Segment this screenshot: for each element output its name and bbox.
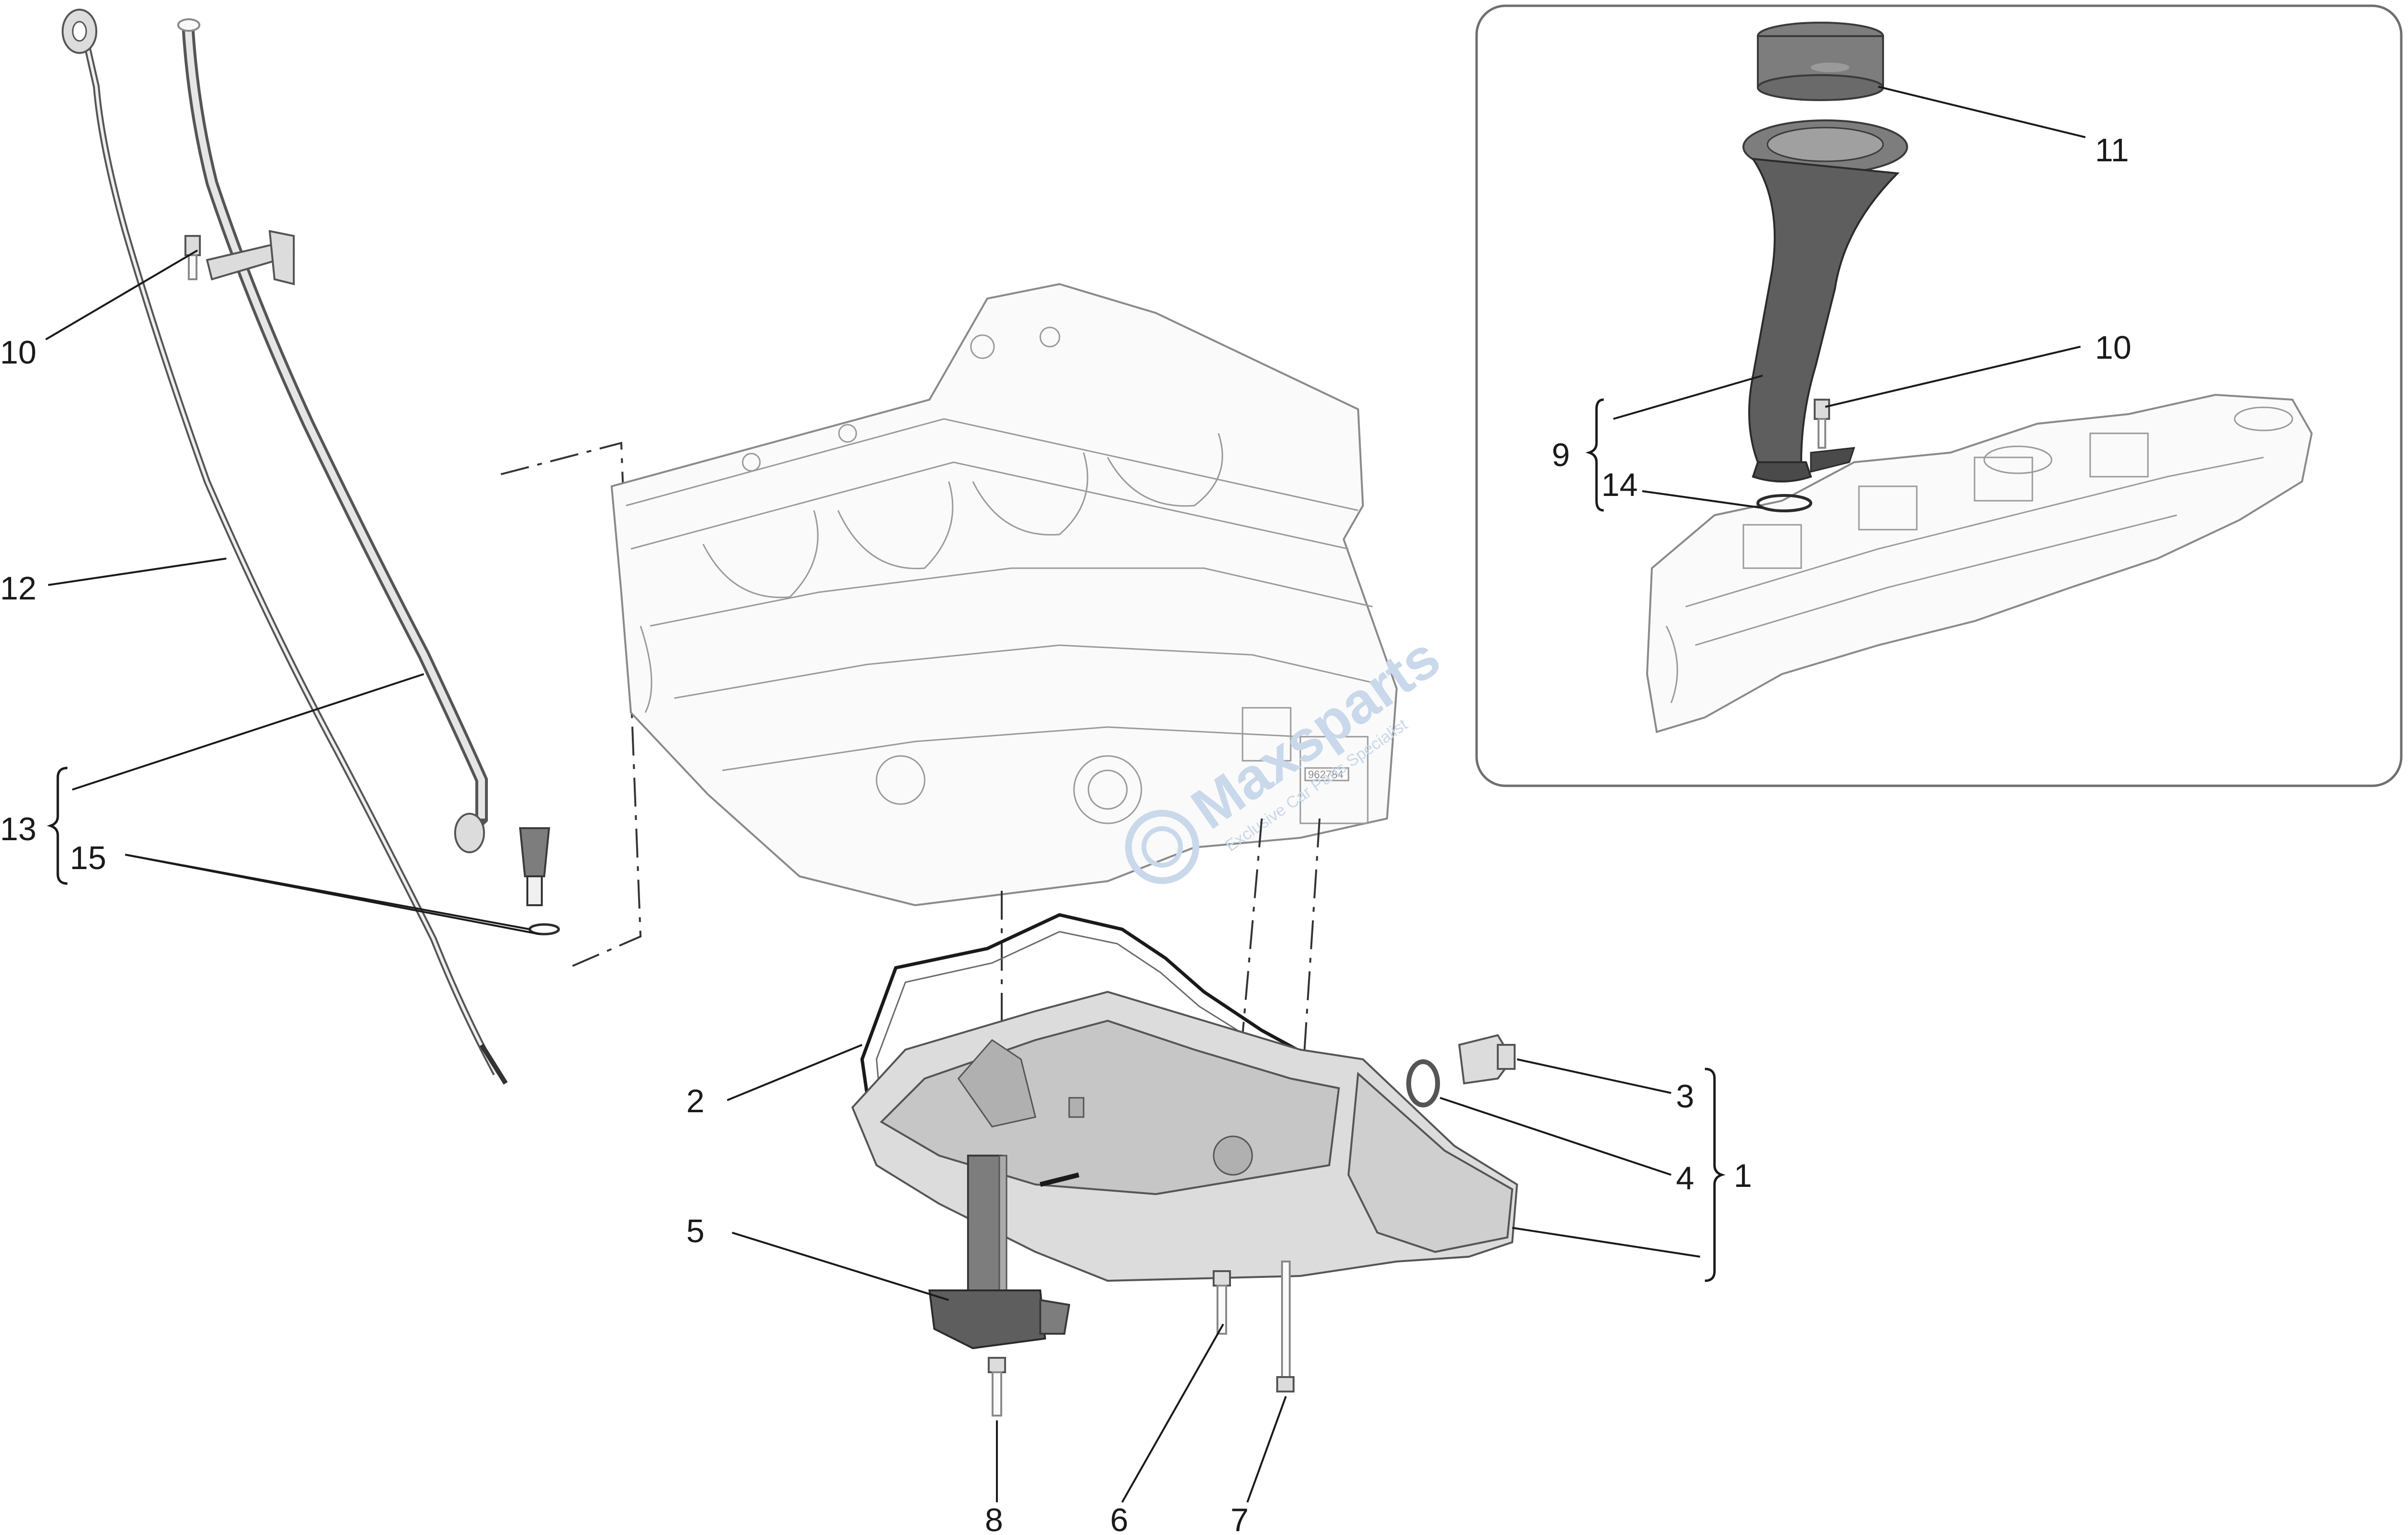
callout-8: 8 <box>985 1502 1003 1535</box>
callout-3: 3 <box>1676 1078 1694 1115</box>
drain-plug-seal <box>1406 1059 1440 1107</box>
drain-plug <box>1458 1034 1516 1085</box>
cylinder-head-drawing <box>1646 393 2313 733</box>
dipstick-tube <box>182 24 488 834</box>
callout-6: 6 <box>1110 1502 1128 1535</box>
seal-ring <box>1756 494 1812 512</box>
bolt-6 <box>1213 1270 1231 1335</box>
inset-bolt <box>1814 399 1830 449</box>
block-marking: 962784 <box>1308 768 1343 781</box>
bolt-8 <box>988 1357 1006 1417</box>
callout-11: 11 <box>2095 132 2129 169</box>
oil-filler-cap <box>1757 22 1884 101</box>
callout-14: 14 <box>1601 467 1638 503</box>
engine-block-drawing: 962784 <box>610 283 1398 907</box>
oil-level-sensor <box>928 1155 1071 1350</box>
callout-12: 12 <box>0 570 37 607</box>
callout-4: 4 <box>1676 1160 1694 1197</box>
callout-10-left: 10 <box>0 334 37 371</box>
callout-2: 2 <box>686 1083 705 1119</box>
dipstick <box>81 33 499 1076</box>
oil-filler-neck <box>1742 119 1908 482</box>
dipstick-assembly: 10 12 13 15 <box>0 9 642 1085</box>
callout-7: 7 <box>1230 1502 1249 1535</box>
inset-panel: 11 10 9 14 <box>1475 4 2403 787</box>
inset-frame <box>1475 4 2403 787</box>
callout-5: 5 <box>686 1213 705 1249</box>
bolt-7 <box>1276 1261 1295 1392</box>
callout-13: 13 <box>0 811 37 847</box>
callout-9: 9 <box>1552 437 1570 473</box>
callout-15: 15 <box>70 840 106 876</box>
callout-1: 1 <box>1734 1158 1752 1194</box>
callout-10-inset: 10 <box>2095 329 2132 366</box>
oil-sump-drawing: 2 3 4 1 5 6 7 8 <box>686 913 1752 1535</box>
